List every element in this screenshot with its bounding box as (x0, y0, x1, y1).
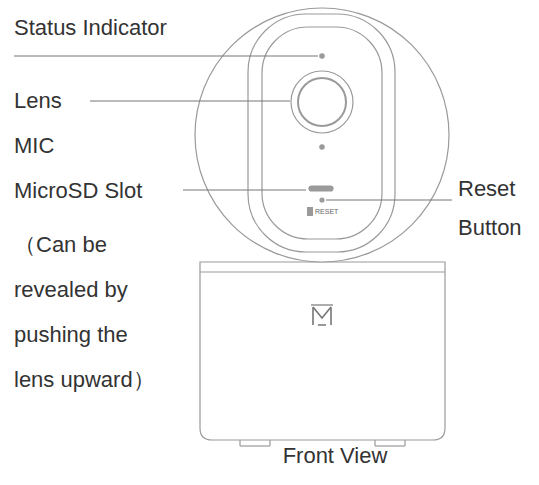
part-label: Status Indicator (14, 14, 274, 42)
caption: Front View (235, 442, 435, 470)
part-label: Reset Button (458, 169, 538, 247)
part-label: MIC (14, 132, 134, 160)
part-label: MicroSD Slot (14, 177, 179, 205)
part-label: Lens (14, 87, 134, 115)
note-text: （Can be revealed by pushing the lens upw… (14, 222, 164, 402)
marking-text: RESET (315, 207, 355, 217)
